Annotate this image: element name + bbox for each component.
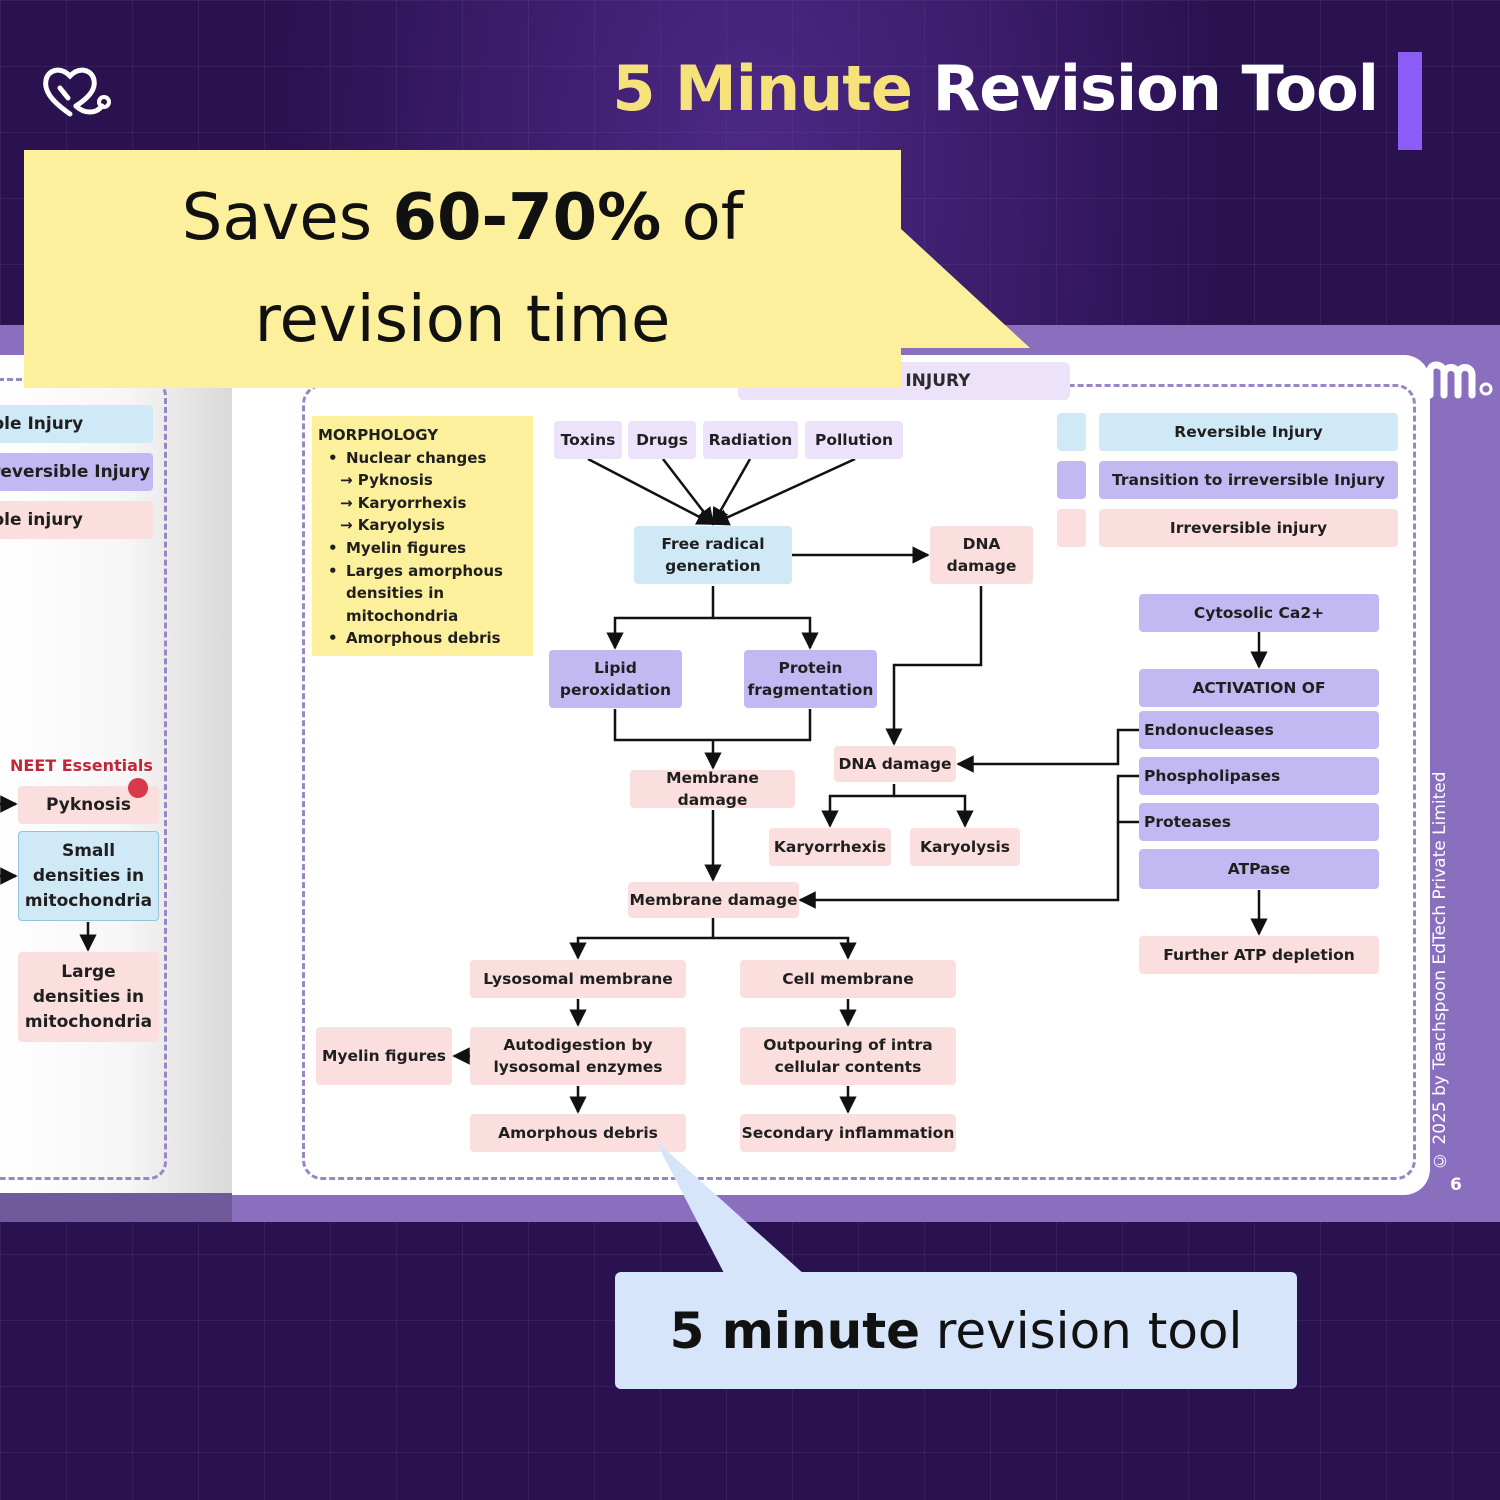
- node-activation-of: ACTIVATION OF: [1139, 669, 1379, 707]
- left-page: [0, 355, 232, 1193]
- node-karyorrhexis: Karyorrhexis: [769, 828, 891, 866]
- node-lipid-line1: Lipid: [594, 659, 637, 677]
- legend-irreversible: Irreversible injury: [1099, 509, 1398, 547]
- left-legend-reversible: ble Injury: [0, 405, 153, 443]
- node-free-radical-line2: generation: [665, 557, 761, 575]
- copyright-text: © 2025 by Teachspoon EdTech Private Limi…: [1430, 771, 1450, 1170]
- node-atpase: ATPase: [1139, 849, 1379, 889]
- node-membrane-damage-2: Membrane damage: [628, 882, 799, 918]
- node-protein-line1: Protein: [778, 659, 843, 677]
- node-secondary-inflammation: Secondary inflammation: [740, 1114, 956, 1152]
- callout-top-pre: Saves: [181, 181, 393, 255]
- morphology-subitem: → Karyolysis: [340, 516, 445, 535]
- callout-top-line2: revision time: [254, 283, 671, 357]
- node-lipid-line2: peroxidation: [559, 681, 672, 699]
- node-lysosomal-membrane: Lysosomal membrane: [470, 960, 686, 998]
- node-amorphous-debris: Amorphous debris: [470, 1114, 686, 1152]
- node-dna-damage-top-line1: DNA: [962, 535, 1001, 553]
- node-free-radical-line1: Free radical: [661, 535, 765, 553]
- morphology-item-cont: mitochondria: [346, 606, 459, 625]
- node-membrane-damage-1: Membrane damage: [630, 769, 795, 809]
- morphology-heading: MORPHOLOGY: [318, 426, 439, 444]
- morphology-item: Myelin figures: [318, 537, 527, 560]
- callout-top-line1: Saves 60-70% of: [182, 167, 744, 269]
- left-large-densities: Large densities in mitochondria: [18, 952, 159, 1042]
- header-accent-bar: [1398, 52, 1422, 150]
- left-small-line2: densities in: [32, 865, 145, 886]
- node-autodigestion: Autodigestion by lysosomal enzymes: [470, 1027, 686, 1085]
- morphology-subitem: → Karyorrhexis: [340, 493, 467, 512]
- pushpin-icon: [128, 778, 148, 798]
- callout-bottom-tail: [655, 1140, 805, 1275]
- left-small-densities: Small densities in mitochondria: [18, 831, 159, 921]
- node-proteases: Proteases: [1139, 803, 1379, 841]
- legend-transition: Transition to irreversible Injury: [1099, 461, 1398, 499]
- node-protein-fragmentation: Protein fragmentation: [744, 650, 877, 708]
- node-free-radical: Free radical generation: [634, 526, 792, 584]
- node-further-atp: Further ATP depletion: [1139, 936, 1379, 974]
- callout-top-bold: 60-70%: [392, 181, 662, 255]
- callout-bottom-bold: 5 minute: [669, 1301, 921, 1360]
- neet-essentials-label: NEET Essentials: [10, 756, 153, 775]
- node-phospholipases: Phospholipases: [1139, 757, 1379, 795]
- legend-reversible: Reversible Injury: [1099, 413, 1398, 451]
- callout-top-tail: [900, 228, 1030, 348]
- legend-swatch-reversible: [1057, 413, 1086, 451]
- left-small-line1: Small: [61, 840, 116, 861]
- header-title-highlight: 5 Minute: [612, 52, 913, 125]
- node-cell-membrane: Cell membrane: [740, 960, 956, 998]
- node-lipid-peroxidation: Lipid peroxidation: [549, 650, 682, 708]
- node-myelin-figures: Myelin figures: [316, 1027, 452, 1085]
- node-outpouring-line1: Outpouring of intra: [763, 1036, 933, 1054]
- node-cytosolic-ca: Cytosolic Ca2+: [1139, 594, 1379, 632]
- legend-swatch-irreversible: [1057, 509, 1086, 547]
- morphology-box: MORPHOLOGY Nuclear changes → Pyknosis → …: [312, 416, 533, 656]
- left-large-line1: Large: [61, 961, 116, 982]
- morphology-subitem: → Pyknosis: [340, 471, 433, 490]
- node-autodigestion-line1: Autodigestion by: [503, 1036, 653, 1054]
- node-dna-damage-top: DNA damage: [930, 526, 1033, 584]
- node-autodigestion-line2: lysosomal enzymes: [493, 1058, 663, 1076]
- callout-top: Saves 60-70% of revision time: [24, 150, 901, 388]
- node-protein-line2: fragmentation: [747, 681, 874, 699]
- morphology-item: Nuclear changes: [318, 447, 527, 470]
- node-dna-damage-mid: DNA damage: [834, 746, 956, 782]
- left-large-line3: mitochondria: [24, 1011, 153, 1032]
- node-toxins: Toxins: [554, 421, 622, 459]
- node-drugs: Drugs: [628, 421, 696, 459]
- morphology-item-cont: densities in: [346, 584, 445, 603]
- morphology-item: Larges amorphous: [318, 560, 527, 583]
- left-small-line3: mitochondria: [24, 890, 153, 911]
- header-title-rest: Revision Tool: [932, 52, 1379, 125]
- callout-top-post: of: [661, 181, 744, 255]
- brand-m-logo-icon: [1426, 361, 1493, 399]
- left-page-edge: [0, 1193, 232, 1222]
- node-outpouring: Outpouring of intra cellular contents: [740, 1027, 956, 1085]
- morphology-list: Nuclear changes → Pyknosis → Karyorrhexi…: [318, 447, 527, 650]
- header-title: 5 Minute Revision Tool: [612, 52, 1379, 125]
- node-radiation: Radiation: [703, 421, 798, 459]
- callout-bottom-rest: revision tool: [920, 1301, 1243, 1360]
- page-number: 6: [1450, 1175, 1462, 1195]
- node-endonucleases: Endonucleases: [1139, 711, 1379, 749]
- node-karyolysis: Karyolysis: [910, 828, 1020, 866]
- node-dna-damage-top-line2: damage: [946, 557, 1017, 575]
- callout-bottom: 5 minute revision tool: [615, 1272, 1297, 1389]
- legend-swatch-transition: [1057, 461, 1086, 499]
- heart-stethoscope-logo-icon: [43, 67, 111, 117]
- left-legend-transition: reversible Injury: [0, 453, 153, 491]
- node-pollution: Pollution: [805, 421, 903, 459]
- left-legend-irreversible: ble injury: [0, 501, 153, 539]
- morphology-item: Amorphous debris: [318, 627, 527, 650]
- node-outpouring-line2: cellular contents: [774, 1058, 922, 1076]
- left-large-line2: densities in: [32, 986, 145, 1007]
